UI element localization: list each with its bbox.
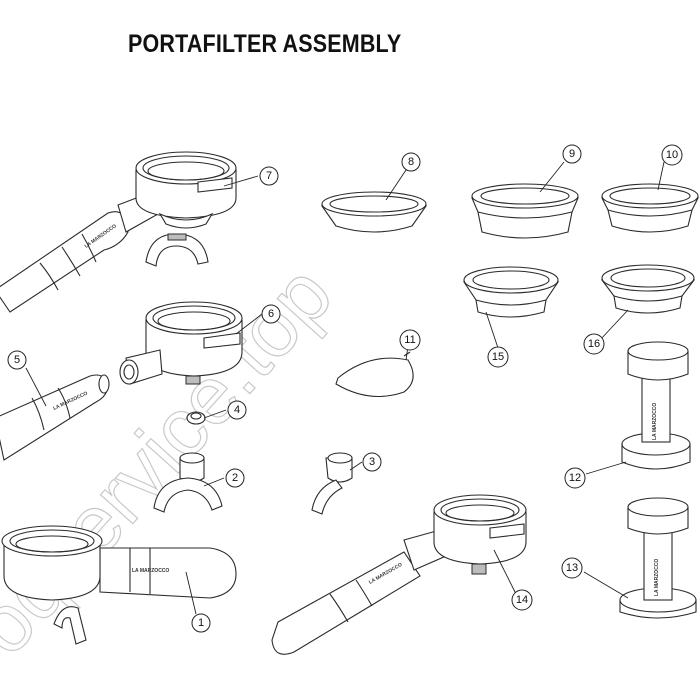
part-9-filter-basket (471, 183, 579, 239)
leader-lines (25, 161, 665, 615)
callout-9: 9 (562, 144, 582, 164)
part-12-tamper: LA MARZOCCO (621, 341, 691, 470)
part-2-double-spout (153, 452, 223, 513)
svg-text:15: 15 (492, 351, 504, 363)
callout-13: 13 (561, 557, 583, 579)
part-13-tamper: LA MARZOCCO (619, 497, 697, 619)
part-8-filter-basket (320, 191, 428, 233)
svg-text:LA MARZOCCO: LA MARZOCCO (654, 559, 660, 596)
svg-text:LA MARZOCCO: LA MARZOCCO (652, 403, 658, 440)
svg-text:9: 9 (569, 148, 575, 160)
part-7-portafilter: LA MARZOCCO (0, 151, 237, 313)
svg-text:LA MARZOCCO: LA MARZOCCO (132, 568, 169, 574)
callout-14: 14 (511, 589, 533, 611)
part-10-filter-basket (601, 183, 699, 233)
callout-8: 8 (401, 152, 421, 172)
part-5-handle: LA MARZOCCO (0, 374, 110, 461)
svg-text:8: 8 (408, 156, 414, 168)
callout-11: 11 (399, 329, 421, 351)
svg-text:1: 1 (198, 617, 204, 629)
svg-text:12: 12 (569, 472, 581, 484)
svg-text:3: 3 (369, 456, 375, 468)
svg-text:2: 2 (232, 472, 238, 484)
callout-16: 16 (583, 333, 605, 355)
part-4-spout-nut (186, 411, 206, 425)
part-1-portafilter: LA MARZOCCO (1, 525, 237, 645)
callout-15: 15 (487, 346, 509, 368)
callout-12: 12 (564, 467, 586, 489)
svg-text:5: 5 (14, 354, 20, 366)
callout-10: 10 (661, 144, 683, 166)
svg-text:10: 10 (666, 149, 678, 161)
part-6-portafilter-body (119, 301, 243, 385)
part-14-portafilter: LA MARZOCCO (271, 494, 527, 655)
part-3-single-spout (311, 452, 353, 515)
callout-4: 4 (227, 400, 247, 420)
part-11-spring-clip (335, 351, 414, 397)
svg-text:4: 4 (234, 404, 240, 416)
callout-2: 2 (225, 468, 245, 488)
svg-text:7: 7 (266, 170, 272, 182)
part-15-filter-basket (462, 266, 560, 318)
callout-1: 1 (191, 613, 211, 633)
part-16-filter-basket (600, 264, 696, 314)
svg-text:13: 13 (566, 562, 578, 574)
callout-6: 6 (261, 304, 281, 324)
callout-7: 7 (259, 166, 279, 186)
svg-text:6: 6 (268, 308, 274, 320)
callout-5: 5 (7, 350, 27, 370)
page-title: PORTAFILTER ASSEMBLY (128, 30, 402, 58)
svg-text:14: 14 (516, 594, 528, 606)
svg-text:11: 11 (404, 334, 415, 346)
callout-3: 3 (362, 452, 382, 472)
svg-text:16: 16 (588, 338, 600, 350)
